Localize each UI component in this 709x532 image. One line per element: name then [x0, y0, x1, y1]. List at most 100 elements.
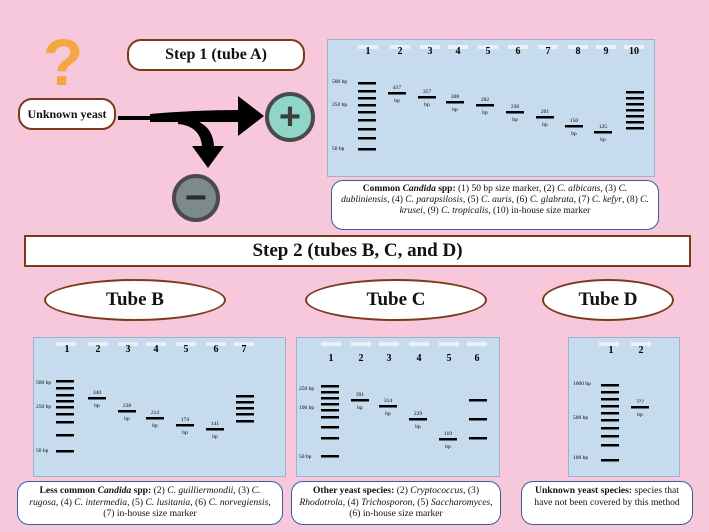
gel-a-band-label: 282 — [481, 97, 490, 103]
gel-b-marker: 250 bp — [36, 404, 51, 410]
gel-a-band — [446, 101, 464, 104]
gel-b-ladder-7 — [236, 395, 254, 423]
gel-c-band-unit: bp — [415, 424, 421, 430]
gel-a-marker: 250 bp — [332, 102, 347, 108]
gel-b-lane: 3 — [126, 344, 131, 355]
gel-b-wells — [56, 342, 254, 346]
gel-d-band-unit: bp — [637, 412, 643, 418]
gel-d-ladder-1 — [601, 384, 619, 462]
gel-b-band-label: 174 — [181, 417, 190, 423]
gel-a-band — [476, 104, 494, 107]
gel-c-band-label: 391 — [356, 392, 365, 398]
gel-c-lane: 3 — [387, 353, 392, 364]
gel-b-band-label: 141 — [211, 421, 220, 427]
gel-a-band-unit: bp — [424, 102, 430, 108]
gel-c-lane: 6 — [475, 353, 480, 364]
gel-d-marker: 500 bp — [573, 415, 588, 421]
gel-a-marker: 50 bp — [332, 146, 345, 152]
gel-a-lane: 8 — [576, 46, 581, 57]
gel-a-band — [418, 96, 436, 99]
gel-c-band-unit: bp — [357, 405, 363, 411]
gel-c-lane: 1 — [329, 353, 334, 364]
gel-a-wells — [358, 45, 644, 49]
gel-b-band — [176, 424, 194, 427]
gel-a-lane: 5 — [486, 46, 491, 57]
gel-c-marker: 250 bp — [299, 386, 314, 392]
caption-tube-c: Other yeast species: (2) Cryptococcus, (… — [291, 481, 501, 525]
gel-b-lane: 7 — [242, 344, 247, 355]
gel-b-svg: 1 2 3 4 5 6 7 500 bp 250 bp 50 bp — [36, 342, 254, 454]
gel-a-lane: 6 — [516, 46, 521, 57]
gel-a-band-label: 417 — [393, 85, 402, 91]
tube-d-label: Tube D — [542, 279, 674, 321]
gel-a-band-label: 357 — [423, 89, 432, 95]
gel-c-marker: 100 bp — [299, 405, 314, 411]
gel-a-band-label: 150 — [570, 118, 579, 124]
gel-a-band-label: 230 — [511, 104, 520, 110]
gel-c-marker: 50 bp — [299, 454, 312, 460]
gel-a-lane: 3 — [428, 46, 433, 57]
caption-tube-a: Common Candida spp: (1) 50 bp size marke… — [331, 180, 659, 230]
gel-a-band-label: 308 — [451, 94, 460, 100]
gel-c-band-label: 229 — [414, 411, 423, 417]
gel-a-band-label: 201 — [541, 109, 550, 115]
unknown-yeast-label: Unknown yeast — [18, 98, 116, 130]
gel-c-band — [409, 418, 427, 421]
question-mark-icon: ? — [42, 25, 84, 99]
gel-b-band — [118, 410, 136, 413]
gel-a-lane: 4 — [456, 46, 461, 57]
gel-b-band-label: 238 — [123, 403, 132, 409]
gel-c-band — [351, 399, 369, 402]
gel-d-band-label: ??? — [636, 399, 644, 405]
gel-a-band-unit: bp — [600, 137, 606, 143]
gel-tube-b: 1 2 3 4 5 6 7 500 bp 250 bp 50 bp — [33, 337, 286, 477]
gel-c-lane: 4 — [417, 353, 422, 364]
gel-a-lane: 7 — [546, 46, 551, 57]
gel-a-svg: 1 2 3 4 5 6 7 8 9 10 500 bp 250 bp 50 bp — [332, 45, 644, 152]
gel-d-band — [631, 406, 649, 409]
gel-b-band-label: 340 — [93, 390, 102, 396]
gel-a-band — [565, 125, 583, 128]
gel-b-band — [88, 397, 106, 400]
gel-a-lane: 9 — [604, 46, 609, 57]
caption-tube-b: Less common Candida spp: (2) C. guillier… — [17, 481, 283, 525]
gel-b-lane: 5 — [184, 344, 189, 355]
tube-b-label: Tube B — [44, 279, 226, 321]
gel-a-ladder-10 — [626, 91, 644, 130]
gel-a-marker: 500 bp — [332, 79, 347, 85]
gel-b-band-unit: bp — [152, 423, 158, 429]
gel-d-svg: 1 2 1000 bp 500 bp 100 bp ??? bp — [573, 342, 651, 462]
tube-c-label: Tube C — [305, 279, 487, 321]
step2-label: Step 2 (tubes B, C, and D) — [24, 235, 691, 267]
gel-b-band — [206, 428, 224, 431]
gel-b-lane: 2 — [96, 344, 101, 355]
gel-d-lane: 1 — [609, 345, 614, 356]
gel-a-band-unit: bp — [571, 131, 577, 137]
gel-c-svg: 1 2 3 4 5 6 250 bp 100 bp 50 bp — [299, 342, 487, 460]
gel-d-marker: 1000 bp — [573, 381, 591, 387]
gel-a-band-label: 125 — [599, 124, 608, 130]
gel-b-band-unit: bp — [182, 430, 188, 436]
gel-c-ladder-1 — [321, 385, 339, 458]
gel-a-ladder-1 — [358, 82, 376, 151]
gel-a-band — [594, 131, 612, 134]
gel-c-lane: 2 — [359, 353, 364, 364]
gel-c-wells — [321, 342, 487, 346]
gel-b-lane: 1 — [65, 344, 70, 355]
gel-c-ladder-6 — [469, 399, 487, 440]
gel-c-band-label: 119 — [444, 431, 452, 437]
gel-b-lane: 4 — [154, 344, 159, 355]
gel-a-band-unit: bp — [512, 117, 518, 123]
gel-tube-a: 1 2 3 4 5 6 7 8 9 10 500 bp 250 bp 50 bp — [327, 39, 655, 177]
gel-c-band-unit: bp — [385, 411, 391, 417]
positive-arrow — [150, 96, 264, 136]
gel-a-band-unit: bp — [394, 98, 400, 104]
gel-d-wells — [599, 342, 651, 346]
gel-c-band — [439, 438, 457, 441]
caption-tube-d: Unknown yeast species: species that have… — [521, 481, 693, 525]
gel-b-lane: 6 — [214, 344, 219, 355]
gel-a-lane: 10 — [629, 46, 639, 57]
gel-b-marker: 500 bp — [36, 380, 51, 386]
gel-c-band-label: 314 — [384, 398, 393, 404]
